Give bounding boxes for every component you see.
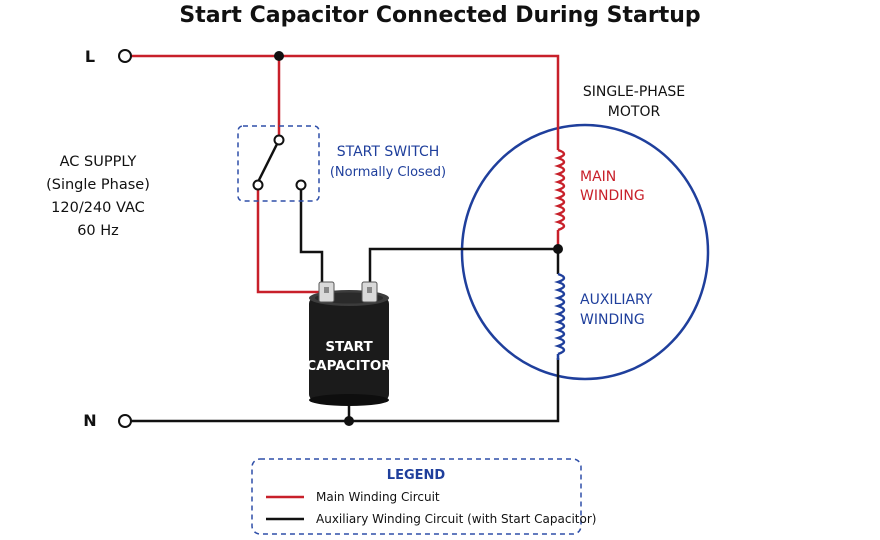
switch-to-capacitor-wire: [256, 186, 329, 294]
start-switch-box: [237, 125, 320, 202]
start-capacitor: START CAPACITOR: [306, 281, 392, 406]
motor-label-line-2: MOTOR: [608, 104, 661, 120]
capacitor-label-1: START: [325, 339, 373, 355]
motor-label-line-1: SINGLE-PHASE: [583, 84, 685, 100]
main-winding-coil: [554, 148, 566, 232]
start-switch-label: START SWITCH: [337, 144, 440, 160]
supply-line-1: AC SUPPLY: [60, 154, 137, 170]
start-switch-blade: [256, 139, 281, 183]
supply-line-4: 60 Hz: [77, 223, 119, 239]
main-winding-label-1: MAIN: [580, 169, 616, 185]
line-bus-wire: [131, 54, 560, 150]
supply-line-3: 120/240 VAC: [51, 200, 145, 216]
neutral-terminal: [118, 414, 132, 428]
motor-outline: [460, 123, 710, 381]
main-winding-label-2: WINDING: [580, 188, 645, 204]
capacitor-to-motor-wire: [368, 247, 558, 284]
capacitor-body: [309, 297, 389, 401]
legend-box: [251, 458, 582, 535]
start-switch-sub-label: (Normally Closed): [330, 165, 446, 180]
neutral-junction-dot: [344, 416, 354, 426]
supply-line-2: (Single Phase): [46, 177, 150, 193]
neutral-bus-wire: [131, 358, 560, 423]
switch-common-terminal: [252, 179, 264, 191]
capacitor-label-2: CAPACITOR: [306, 358, 392, 374]
legend-title: LEGEND: [387, 468, 446, 483]
switch-contact-terminal: [295, 179, 307, 191]
aux-winding-label-1: AUXILIARY: [580, 292, 653, 308]
line-terminal-label: L: [85, 47, 95, 66]
motor-junction-dot: [553, 244, 563, 254]
aux-winding-label-2: WINDING: [580, 312, 645, 328]
neutral-terminal-label: N: [83, 411, 96, 430]
auxiliary-winding-coil: [554, 272, 566, 356]
switch-pivot-terminal: [273, 134, 285, 146]
legend-item-main: Main Winding Circuit: [316, 490, 440, 504]
line-junction-dot: [274, 51, 284, 61]
diagram-title: Start Capacitor Connected During Startup: [179, 3, 700, 28]
legend-item-aux: Auxiliary Winding Circuit (with Start Ca…: [316, 512, 596, 526]
legend: LEGEND Main Winding Circuit Auxiliary Wi…: [251, 458, 596, 535]
ac-supply-label: AC SUPPLY (Single Phase) 120/240 VAC 60 …: [46, 154, 150, 239]
switch-contact-wire: [299, 188, 324, 284]
line-terminal: [118, 49, 132, 63]
auxiliary-winding-circuit: [131, 188, 560, 423]
